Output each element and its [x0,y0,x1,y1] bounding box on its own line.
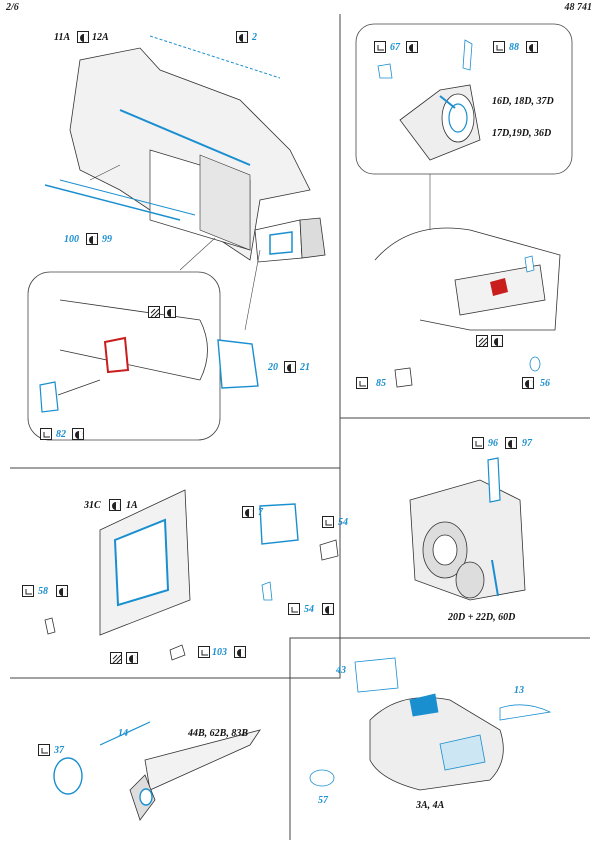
part-number: 100 [64,234,79,245]
fuselage-frame-drawing [69,47,326,263]
bend-icon [40,428,52,440]
spinner-drawing [309,657,552,791]
hatch-drawing [44,489,339,661]
panel-dividers [10,14,590,840]
bend-icon [472,437,484,449]
bend-icon [38,744,50,756]
detail-fuselage [39,299,208,413]
wheel-drawing [409,457,526,601]
paint-icon [148,306,160,318]
flip-icon [86,233,98,245]
kit-code: 48 741 [564,2,593,13]
part-number: 97 [522,438,532,449]
cowl-drawing [377,39,481,161]
flip-icon [164,306,176,318]
assembly-label-b: 12A [92,32,109,43]
part-number: 58 [38,586,48,597]
part-number: 54 [338,517,348,528]
part-number: 14 [118,728,128,739]
part-number: 54 [304,604,314,615]
part-number: 88 [509,42,519,53]
part-number: 57 [318,795,328,806]
flip-icon [77,31,89,43]
assembly-label-h: 44B, 62B, 83B [188,728,249,739]
part-number: 103 [212,647,227,658]
fuselage-side-drawing [374,227,561,388]
flip-icon [406,41,418,53]
assembly-label-c: 16D, 18D, 37D [492,96,554,107]
part-number: 37 [54,745,64,756]
part-number: 99 [102,234,112,245]
bend-icon [356,377,368,389]
flip-icon [491,335,503,347]
flip-icon [322,603,334,615]
flip-icon [505,437,517,449]
bend-icon [198,646,210,658]
part-number: 96 [488,438,498,449]
flip-icon [72,428,84,440]
flip-icon [522,377,534,389]
part-number: 13 [514,685,524,696]
flip-icon [234,646,246,658]
flip-icon [284,361,296,373]
part-number: 20 [268,362,278,373]
assembly-label-a: 11A [54,32,71,43]
prop-drawing [53,721,261,821]
assembly-label-f: 1A [126,500,138,511]
assembly-label-g: 20D + 22D, 60D [448,612,516,623]
part-number: 56 [540,378,550,389]
bend-icon [493,41,505,53]
part-number: 82 [56,429,66,440]
flip-icon [56,585,68,597]
flip-icon [242,506,254,518]
bend-icon [22,585,34,597]
page-number: 2/6 [6,2,19,13]
flip-icon [236,31,248,43]
bend-icon [322,516,334,528]
bend-icon [288,603,300,615]
part-number: 43 [336,665,346,676]
assembly-label-e: 31C [84,500,101,511]
assembly-label-i: 3A, 4A [416,800,445,811]
flip-icon [526,41,538,53]
assembly-label-d: 17D,19D, 36D [492,128,552,139]
part-number: 85 [376,378,386,389]
photo-etch-strips [44,35,281,221]
bend-icon [374,41,386,53]
part-number: 2 [252,32,257,43]
paint-icon [110,652,122,664]
flip-icon [126,652,138,664]
panel-frame-part [217,339,259,389]
leader-lines [89,158,431,331]
part-number: 21 [300,362,310,373]
part-number: 67 [390,42,400,53]
part-number: 7 [258,507,263,518]
paint-icon [476,335,488,347]
flip-icon [109,499,121,511]
